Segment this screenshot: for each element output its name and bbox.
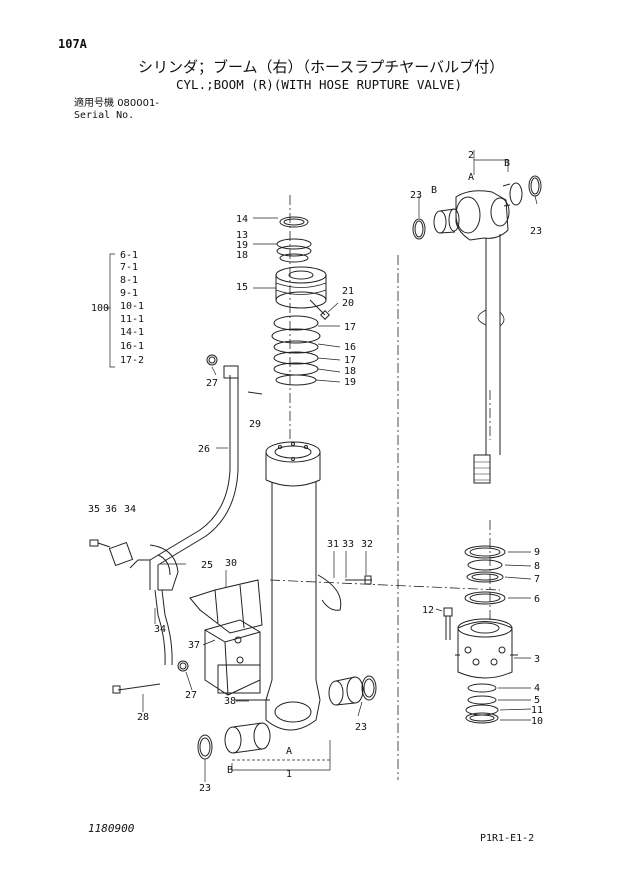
callout-23-top-right: 23: [530, 226, 542, 237]
callout-b-bottom: B: [227, 765, 233, 776]
callout-32: 32: [361, 539, 373, 550]
callout-25: 25: [201, 560, 213, 571]
callout-33: 33: [342, 539, 354, 550]
callout-17b: 17: [344, 355, 356, 366]
kit-item: 8-1: [120, 275, 138, 286]
callout-17a: 17: [344, 322, 356, 333]
callout-37: 37: [188, 640, 200, 651]
bracket-30: [189, 579, 263, 634]
serial-label-english: Serial No.: [74, 110, 135, 121]
bolts-35-36: [89, 539, 111, 548]
callout-3: 3: [534, 654, 540, 665]
callout-19b: 19: [344, 377, 356, 388]
callout-2: 2: [468, 150, 474, 161]
callout-a-top: A: [468, 172, 474, 183]
serial-label-jp-text: 適用号機: [74, 98, 114, 109]
callout-18a: 18: [236, 250, 248, 261]
callout-14: 14: [236, 214, 248, 225]
rod-head-seals: [465, 683, 499, 724]
kit-label-100: 100: [91, 303, 109, 314]
callout-23-bot-right: 23: [355, 722, 367, 733]
callout-4: 4: [534, 683, 540, 694]
serial-label-japanese: 適用号機 080001-: [74, 99, 159, 109]
kit-item: 6-1: [120, 250, 138, 261]
pipe-26: [149, 354, 239, 590]
sheet-number: 107A: [58, 37, 87, 51]
callout-30: 30: [225, 558, 237, 569]
callout-labels: 2 B A B 23 23 14 13 19 18 15 21 20 17 16…: [88, 150, 543, 794]
callout-8: 8: [534, 561, 540, 572]
hose-rupture-valve: [112, 619, 261, 696]
title-english: CYL.;BOOM (R)(WITH HOSE RUPTURE VALVE): [176, 77, 462, 92]
callout-11: 11: [531, 705, 543, 716]
callout-16: 16: [344, 342, 356, 353]
page-reference: P1R1-E1-2: [480, 833, 535, 844]
kit-item: 14-1: [120, 327, 144, 338]
cylinder-tube: [265, 441, 321, 731]
callout-29: 29: [249, 419, 261, 430]
callout-20: 20: [342, 298, 354, 309]
callout-31: 31: [327, 539, 339, 550]
rod-head-part-3: [455, 618, 518, 679]
callout-12: 12: [422, 605, 434, 616]
callout-35: 35: [88, 504, 100, 515]
callout-21: 21: [342, 286, 354, 297]
callout-b-top: B: [504, 158, 510, 169]
callout-7: 7: [534, 574, 540, 585]
kit-item: 11-1: [120, 314, 144, 325]
callout-10: 10: [531, 716, 543, 727]
callout-6: 6: [534, 594, 540, 605]
kit-item: 7-1: [120, 262, 138, 273]
callout-18b: 18: [344, 366, 356, 377]
kit-item: 16-1: [120, 341, 144, 352]
kit-item: 10-1: [120, 301, 144, 312]
kit-item: 9-1: [120, 288, 138, 299]
callout-1: 1: [286, 769, 292, 780]
callout-a-bottom: A: [286, 746, 292, 757]
callout-13: 13: [236, 230, 248, 241]
callout-b-left: B: [431, 185, 437, 196]
screw-12: [443, 607, 453, 640]
leader-lines: [106, 150, 538, 782]
title-japanese: シリンダ；ブーム（右）（ホースラプチヤーバルブ付）: [138, 58, 505, 76]
callout-19a: 19: [236, 240, 248, 251]
callout-38: 38: [224, 696, 236, 707]
clamp-25: [108, 541, 179, 591]
piston-stack: [271, 216, 330, 386]
rod-end-seals: [464, 545, 506, 605]
callout-34a: 34: [124, 504, 136, 515]
callout-34b: 34: [154, 624, 166, 635]
callout-5: 5: [534, 695, 540, 706]
bottom-bushings: [197, 675, 377, 760]
band-31: [317, 574, 372, 611]
callout-9: 9: [534, 547, 540, 558]
figure-number: 1180900: [88, 822, 135, 835]
callout-23-top-left: 23: [410, 190, 422, 201]
cylinder-tube-assembly: [412, 175, 542, 484]
callout-27a: 27: [206, 378, 218, 389]
callout-15: 15: [236, 282, 248, 293]
tube-34: [129, 559, 173, 666]
callout-27b: 27: [185, 690, 197, 701]
callout-26: 26: [198, 444, 210, 455]
callout-23-bot-left: 23: [199, 783, 211, 794]
bolt-29: [247, 391, 263, 395]
serial-value: 080001-: [117, 98, 159, 109]
kit-item: 17-2: [120, 355, 144, 366]
callout-28: 28: [137, 712, 149, 723]
callout-36: 36: [105, 504, 117, 515]
